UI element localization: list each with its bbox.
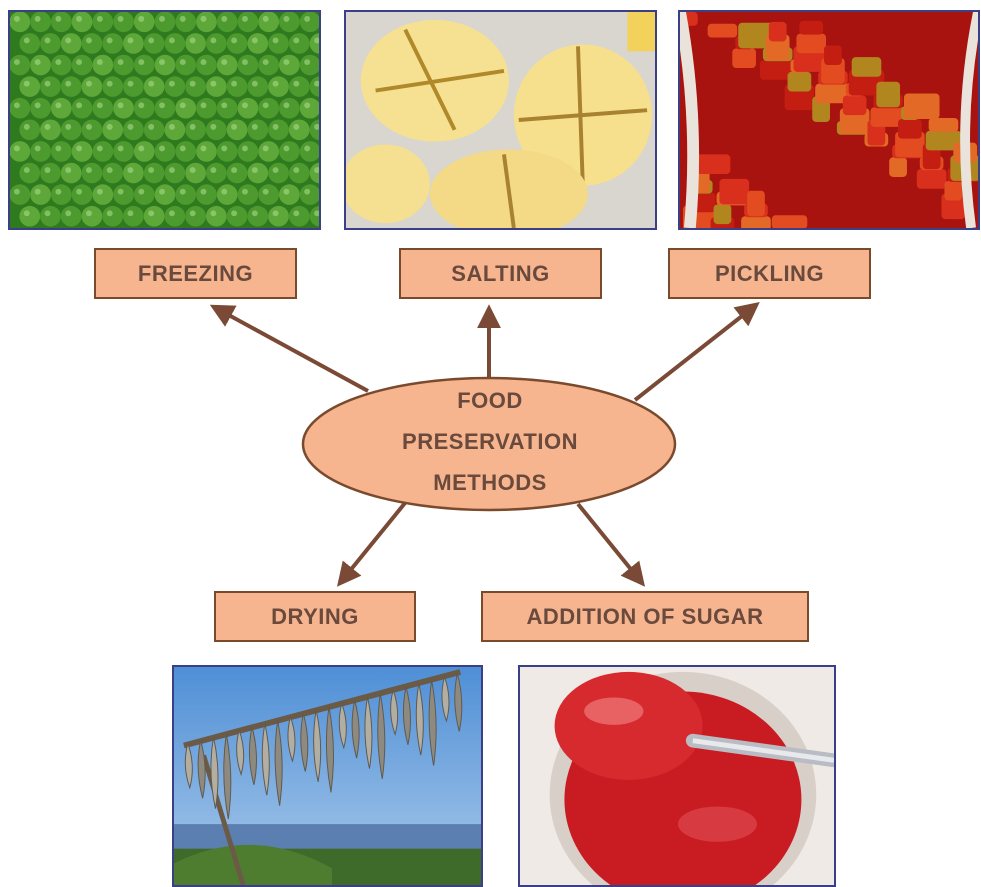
center-line-2: PRESERVATION — [402, 429, 578, 454]
photo-strawberry-jam — [518, 665, 836, 887]
label-drying: DRYING — [214, 591, 416, 642]
center-line-1: FOOD — [457, 388, 523, 413]
photo-frozen-peas — [8, 10, 321, 230]
label-freezing: FREEZING — [94, 248, 297, 299]
arrow-to-sugar — [576, 502, 646, 587]
photo-pickle — [678, 10, 980, 230]
photo-drying-fish — [172, 665, 483, 887]
label-addition-of-sugar: ADDITION OF SUGAR — [481, 591, 809, 642]
center-label: FOOD PRESERVATION METHODS — [390, 380, 590, 503]
center-ellipse — [301, 376, 677, 512]
arrow-to-drying — [336, 501, 407, 587]
label-salting: SALTING — [399, 248, 602, 299]
arrow-to-pickling — [633, 302, 760, 402]
photo-salted-lemons — [344, 10, 657, 230]
arrow-to-freezing — [209, 304, 369, 393]
label-pickling: PICKLING — [668, 248, 871, 299]
center-line-3: METHODS — [433, 470, 547, 495]
